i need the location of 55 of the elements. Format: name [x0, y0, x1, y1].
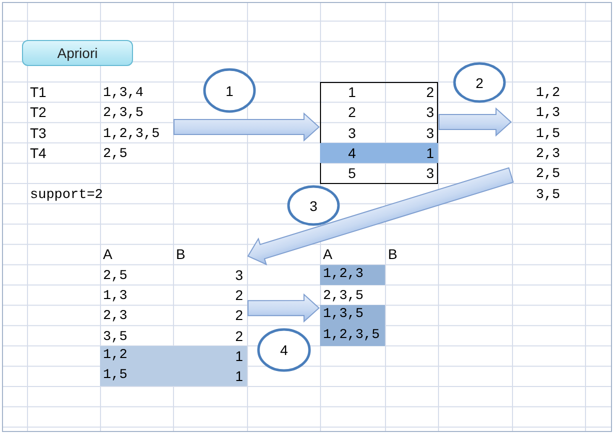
item-set: 1,3,5	[320, 305, 385, 326]
item-set: 2,3,5	[323, 288, 364, 304]
column-header: A	[323, 246, 332, 262]
transaction-id: T2	[30, 104, 46, 120]
support-threshold: support=2	[30, 188, 103, 202]
item-number: 1	[348, 84, 356, 100]
item-set: 1,2,3,5	[103, 126, 160, 142]
item-set: 1,2,3	[320, 264, 385, 285]
item-pair: 3,5	[103, 330, 128, 345]
item-pair: 1,3	[536, 106, 560, 122]
item-number: 5	[348, 165, 356, 182]
support-count: 2	[426, 84, 434, 100]
block-arrow	[174, 112, 320, 142]
block-arrow	[247, 167, 514, 266]
support-count: 2	[235, 328, 243, 344]
transaction-id: T3	[30, 124, 46, 141]
support-count: 3	[426, 104, 434, 120]
support-count: 1	[173, 366, 247, 386]
item-pair: 2,5	[536, 167, 560, 182]
step-number: 3	[310, 198, 318, 214]
item-number: 4	[320, 142, 385, 164]
column-header: B	[388, 246, 398, 262]
step-number: 1	[226, 82, 234, 98]
item-set: 1,2,3,5	[320, 326, 385, 346]
count-table	[320, 82, 438, 184]
item-number: 3	[348, 124, 356, 141]
support-count: 1	[173, 346, 247, 366]
title-button: Apriori	[22, 40, 133, 66]
item-set: 2,5	[103, 146, 128, 162]
support-count: 3	[426, 124, 434, 141]
support-count: 3	[235, 266, 243, 283]
step-number: 4	[280, 342, 288, 358]
support-count: 1	[385, 142, 438, 164]
item-pair: 1,5	[100, 366, 173, 386]
item-pair: 3,5	[536, 188, 560, 202]
transaction-id: T4	[30, 144, 46, 161]
item-pair: 2,3	[536, 146, 560, 162]
column-header: A	[103, 246, 112, 262]
block-arrow	[438, 107, 512, 137]
item-pair: 1,3	[103, 288, 128, 304]
item-pair: 2,3	[103, 309, 128, 324]
item-set: 2,3,5	[103, 106, 144, 122]
column-header: B	[176, 246, 186, 262]
step-number: 2	[476, 74, 484, 90]
block-arrow	[248, 293, 320, 323]
item-set: 1,3,4	[103, 86, 144, 101]
item-pair: 1,5	[536, 126, 560, 142]
item-pair: 1,2	[536, 86, 560, 101]
item-number: 2	[348, 104, 356, 120]
support-count: 2	[235, 307, 243, 324]
transaction-id: T1	[30, 84, 46, 100]
item-pair: 1,2	[100, 346, 173, 366]
support-count: 3	[426, 165, 434, 182]
item-pair: 2,5	[103, 268, 128, 284]
support-count: 2	[235, 286, 243, 303]
